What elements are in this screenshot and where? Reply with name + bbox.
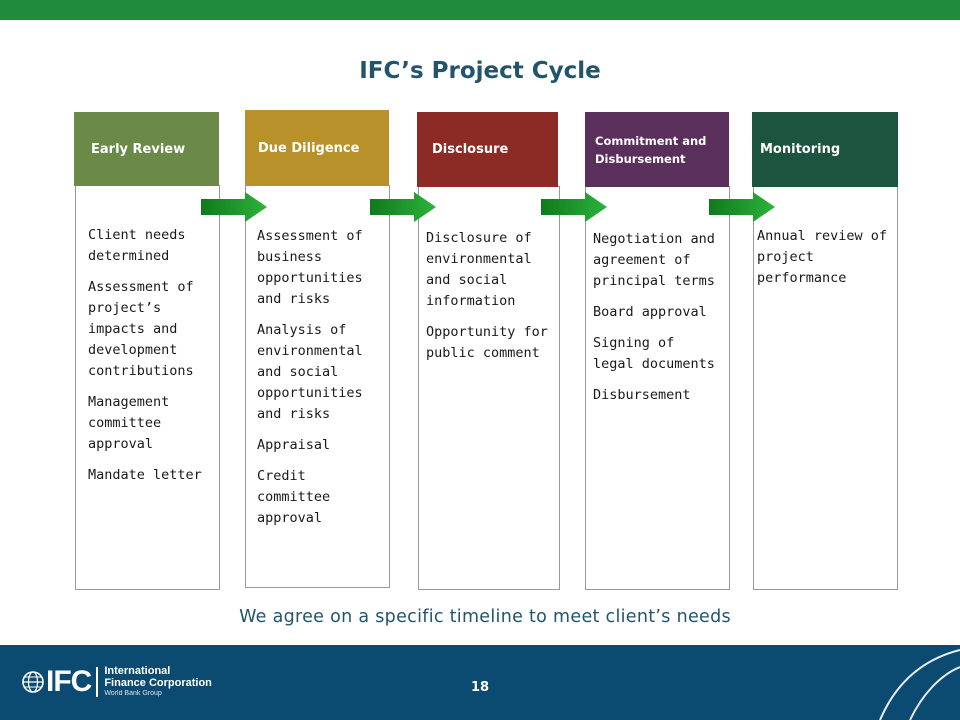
stage-column-due-diligence xyxy=(245,185,390,588)
stage-column-monitoring xyxy=(753,186,898,590)
list-item: Opportunity for public comment xyxy=(426,324,548,361)
list-item: Assessment of business opportunities and… xyxy=(257,228,363,307)
decorative-swoosh-icon xyxy=(879,649,960,720)
list-item: Disbursement xyxy=(593,387,691,403)
stage-items-monitoring: Annual review of project performance xyxy=(757,226,895,299)
list-item: Disclosure of environmental and social i… xyxy=(426,230,532,309)
stage-label: Disclosure xyxy=(432,142,509,157)
logo-text: International Finance Corporation World … xyxy=(104,665,212,699)
list-item: Assessment of project’s impacts and deve… xyxy=(88,279,194,379)
list-item: Signing of legal documents xyxy=(593,335,715,372)
stage-items-disclosure: Disclosure of environmental and social i… xyxy=(426,228,554,374)
ifc-logo: IFC International Finance Corporation Wo… xyxy=(22,662,212,702)
stage-label: Monitoring xyxy=(760,142,841,157)
logo-mark: IFC xyxy=(46,665,92,698)
stage-label: Due Diligence xyxy=(258,141,360,156)
list-item: Client needs determined xyxy=(88,227,186,264)
page-number: 18 xyxy=(470,680,490,695)
stage-column-early-review xyxy=(75,185,220,590)
stage-column-commitment-disbursement xyxy=(585,186,730,590)
arrow-right-icon xyxy=(201,192,267,222)
stage-label: Commitment and Disbursement xyxy=(595,133,707,166)
stage-header-monitoring: Monitoring xyxy=(752,112,898,187)
list-item: Mandate letter xyxy=(88,467,202,483)
stage-label: Early Review xyxy=(91,141,186,157)
stage-items-due-diligence: Assessment of business opportunities and… xyxy=(257,226,385,539)
slide-title: IFC’s Project Cycle xyxy=(359,58,601,84)
arrow-right-icon xyxy=(709,192,775,222)
stage-items-commitment-disbursement: Negotiation and agreement of principal t… xyxy=(593,229,723,416)
list-item: Management committee approval xyxy=(88,394,170,452)
stage-header-early-review: Early Review xyxy=(74,112,219,186)
logo-line3: World Bank Group xyxy=(104,690,162,697)
list-item: Negotiation and agreement of principal t… xyxy=(593,231,715,289)
top-accent-bar xyxy=(0,0,960,20)
list-item: Credit committee approval xyxy=(257,468,331,526)
list-item: Appraisal xyxy=(257,437,331,453)
list-item: Board approval xyxy=(593,304,707,320)
stage-column-disclosure xyxy=(418,186,560,590)
footer-band xyxy=(0,645,960,720)
slide-tagline: We agree on a specific timeline to meet … xyxy=(239,607,731,627)
logo-divider xyxy=(96,667,99,697)
logo-line1: International xyxy=(104,665,171,677)
stage-header-commitment-disbursement: Commitment and Disbursement xyxy=(585,112,729,187)
stage-header-due-diligence: Due Diligence xyxy=(245,110,389,186)
list-item: Annual review of project performance xyxy=(757,228,888,286)
stage-items-early-review: Client needs determined Assessment of pr… xyxy=(88,225,213,496)
arrow-right-icon xyxy=(541,192,607,222)
globe-icon xyxy=(22,671,44,693)
logo-line2: Finance Corporation xyxy=(104,677,212,689)
arrow-right-icon xyxy=(370,192,436,222)
stage-header-disclosure: Disclosure xyxy=(417,112,558,187)
list-item: Analysis of environmental and social opp… xyxy=(257,322,363,422)
